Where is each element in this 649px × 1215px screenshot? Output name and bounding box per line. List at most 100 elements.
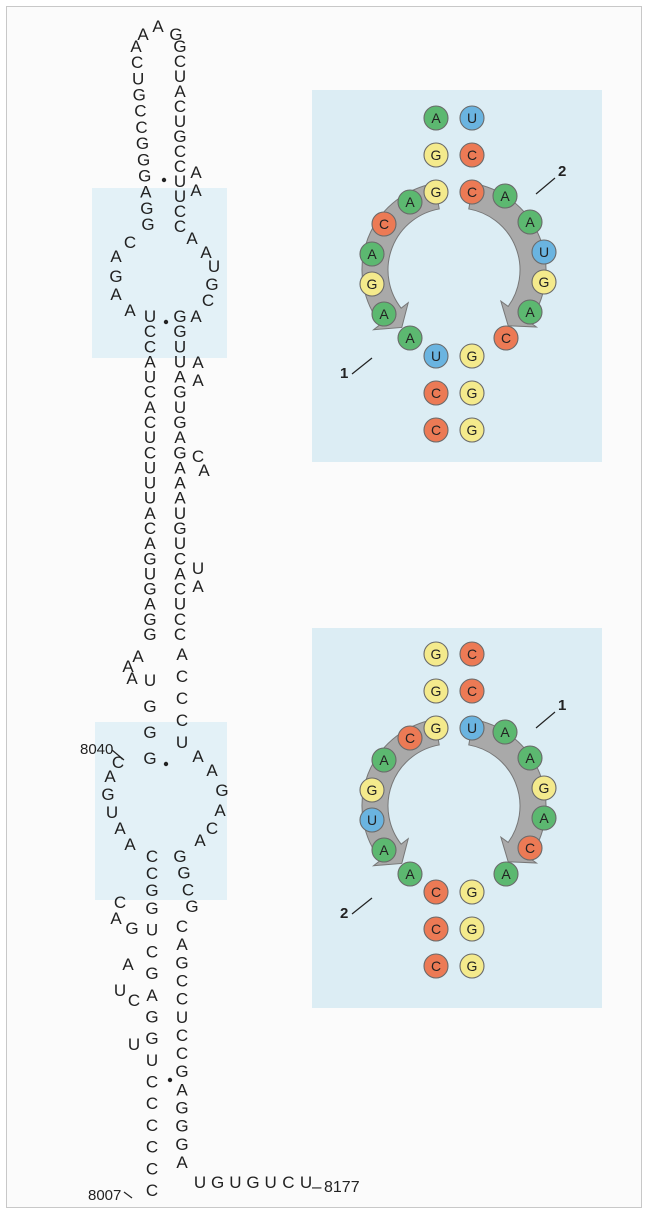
ring-left-bead: A xyxy=(372,748,396,772)
ring-right-bead: U xyxy=(532,240,556,264)
nucleotide-letter: G xyxy=(431,683,442,699)
stem-bottom-left-bead: C xyxy=(424,381,448,405)
stem-top-right-bead: C xyxy=(460,679,484,703)
ring-left-bead: A xyxy=(372,838,396,862)
stem4-right-base: G xyxy=(185,897,198,916)
stem-top-right-bead: U xyxy=(460,716,484,740)
stem5-right-base: C xyxy=(176,917,188,936)
loop1-base: A xyxy=(110,285,122,304)
loop2-base: A xyxy=(124,835,136,854)
nucleotide-letter: C xyxy=(405,730,415,746)
bulge-base: G xyxy=(125,919,138,938)
nucleotide-letter: G xyxy=(467,884,478,900)
bulge-base: A xyxy=(132,647,144,666)
loop1-base: A xyxy=(124,301,136,320)
nucleotide-letter: C xyxy=(525,840,535,856)
stem5-left-base: C xyxy=(146,1138,158,1157)
bulge-base: U xyxy=(192,559,204,578)
nucleotide-letter: U xyxy=(431,348,441,364)
nucleotide-letter: A xyxy=(525,304,535,320)
loop2-base: A xyxy=(206,761,218,780)
ring-right-bead: A xyxy=(532,806,556,830)
stem5-right-base: C xyxy=(176,971,188,990)
stem1-left-base: G xyxy=(141,215,154,234)
stem-top-left-bead: G xyxy=(424,716,448,740)
stem3-left-base: G xyxy=(143,697,156,716)
ring-left-bead: A xyxy=(398,190,422,214)
tail-base: G xyxy=(246,1173,259,1192)
stem2-right-base: C xyxy=(174,625,186,644)
stem-top-left-bead: G xyxy=(424,143,448,167)
stem-top-left-bead: G xyxy=(424,642,448,666)
stem2-right-base: A xyxy=(176,645,188,664)
stem2-right-base: U xyxy=(176,733,188,752)
stem5-right-base: A xyxy=(176,1080,188,1099)
bulge-base: A xyxy=(192,353,204,372)
stem-bottom-left-bead: U xyxy=(424,344,448,368)
ring-left-bead: A xyxy=(372,302,396,326)
stem2-left-base: G xyxy=(143,625,156,644)
nucleotide-letter: G xyxy=(367,276,378,292)
nucleotide-letter: U xyxy=(367,812,377,828)
stem3-left-base: U xyxy=(144,671,156,690)
bulge-base: A xyxy=(122,955,134,974)
stem1-right-base: C xyxy=(174,217,186,236)
stem5-left-base: C xyxy=(146,1116,158,1135)
stem5-left-base: G xyxy=(145,1007,158,1026)
stem-top-right-bead: C xyxy=(460,642,484,666)
nucleotide-letter: A xyxy=(379,752,389,768)
label-loop-position: 8040 xyxy=(80,741,113,758)
noncanonical-pair-dot xyxy=(168,1078,172,1082)
ring-right-bead: A xyxy=(494,862,518,886)
bulge-base: A xyxy=(192,371,204,390)
bulge-base: A xyxy=(190,163,202,182)
ring-left-bead: A xyxy=(398,326,422,350)
ring-right-bead: G xyxy=(532,270,556,294)
stem-bottom-right-bead: G xyxy=(460,880,484,904)
nucleotide-letter: A xyxy=(500,724,510,740)
label-5prime: 8007 xyxy=(88,1187,121,1204)
loop1-base: A xyxy=(190,307,202,326)
stem-bottom-right-bead: G xyxy=(460,418,484,442)
stem-bottom-right-bead: G xyxy=(460,954,484,978)
stem5-right-base: C xyxy=(176,1044,188,1063)
stem-bottom-left-bead: C xyxy=(424,418,448,442)
noncanonical-pair-dot xyxy=(164,762,168,766)
ring-left-bead: A xyxy=(398,862,422,886)
loop2-base: A xyxy=(214,801,226,820)
bulge-base: A xyxy=(198,461,210,480)
nucleotide-letter: C xyxy=(431,422,441,438)
stem-top-left-bead: A xyxy=(424,106,448,130)
nucleotide-letter: C xyxy=(431,921,441,937)
nucleotide-letter: G xyxy=(431,147,442,163)
panel-bottom-bg xyxy=(312,628,602,1008)
loop1-base: A xyxy=(110,247,122,266)
nucleotide-letter: G xyxy=(467,348,478,364)
stem-top-right-bead: C xyxy=(460,143,484,167)
nucleotide-letter: C xyxy=(431,958,441,974)
loop1-base: C xyxy=(202,291,214,310)
loop1-base: U xyxy=(208,257,220,276)
nucleotide-letter: C xyxy=(467,683,477,699)
tail-base: G xyxy=(211,1173,224,1192)
bulge-base: A xyxy=(126,669,138,688)
nucleotide-letter: C xyxy=(431,385,441,401)
nucleotide-letter: C xyxy=(467,646,477,662)
nucleotide-letter: G xyxy=(467,422,478,438)
nucleotide-letter: A xyxy=(405,866,415,882)
nucleotide-letter: G xyxy=(539,780,550,796)
ring-right-bead: G xyxy=(532,776,556,800)
ring-right-bead: C xyxy=(518,836,542,860)
ring-left-bead: C xyxy=(372,212,396,236)
ring-left-bead: A xyxy=(360,242,384,266)
stem5-right-base: G xyxy=(175,1117,188,1136)
stem5-right-base: C xyxy=(176,1026,188,1045)
nucleotide-letter: G xyxy=(431,184,442,200)
bulge-base: U xyxy=(128,1035,140,1054)
nucleotide-letter: C xyxy=(379,216,389,232)
loop2-base: A xyxy=(192,747,204,766)
stem5-left-base: G xyxy=(145,1029,158,1048)
nucleotide-letter: C xyxy=(467,184,477,200)
nucleotide-letter: U xyxy=(467,720,477,736)
